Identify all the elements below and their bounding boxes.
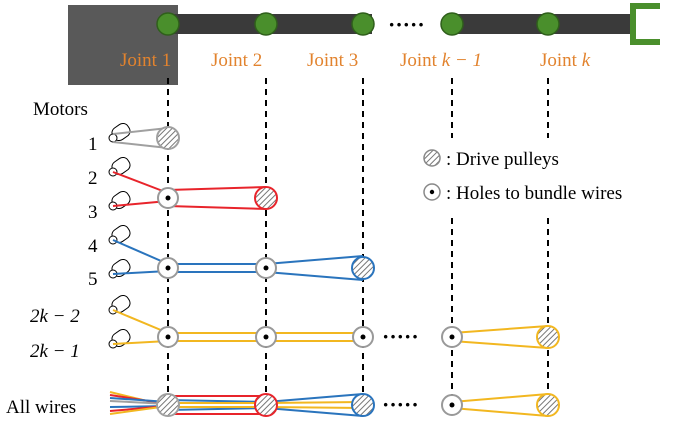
hole-dot-joint-1-row-4 [165,265,171,271]
motor-icon-2 [108,156,131,177]
legend-drive-pulleys-text: : Drive pulleys [446,149,559,170]
hole-dot-joint-k-1-all [449,402,455,408]
motor-icon-2k-2 [108,294,131,315]
hole-dot-joint-1-row-2k [165,334,171,340]
row-ellipsis-2k: ····· [382,324,419,349]
joint-node-k-1 [440,12,464,36]
hole-dot-joint-k-1-row-2k [449,334,455,340]
hole-dot-joint-1-row-2 [165,195,171,201]
motor-icon-1 [108,122,131,143]
hole-dot-joint-2-row-2k [263,334,269,340]
motor-icon-2k-1 [108,328,131,349]
joint-node-2 [254,12,278,36]
joint-label-k-math: k [582,50,591,71]
joint-label-k-1-text: Joint [400,50,442,71]
wire-row-1 [112,127,169,149]
all-wires-label: All wires [6,397,76,418]
motor-icon-4 [108,224,131,245]
arm-ellipsis: ····· [388,12,425,37]
drive-pulley-joint-3-all [351,393,375,417]
legend-drive-pulley-icon [423,149,441,167]
drive-pulley-joint-k [536,325,560,349]
row-label-4: 4 [88,236,98,257]
wire-row-2k [112,309,549,349]
drive-pulley-joint-2-all [254,393,278,417]
gripper-icon [630,3,660,45]
motor-icons [108,122,131,349]
wire-row-4-5 [112,239,364,281]
joint-node-k [536,12,560,36]
row-label-2: 2 [88,168,98,189]
joint-label-k-1: Joint k − 1 [400,50,482,71]
joint-node-1 [156,12,180,36]
drive-pulley-joint-1 [156,126,180,150]
drive-pulley-joint-3 [351,256,375,280]
legend-holes-text: : Holes to bundle wires [446,183,622,204]
row-ellipsis-all: ····· [382,392,419,417]
row-label-2k-1: 2k − 1 [30,341,80,362]
joint-axes [167,78,549,410]
wire-row-2-3 [112,171,267,210]
row-label-2k-2: 2k − 2 [30,306,80,327]
joint-label-k-1-math: k − 1 [442,50,482,71]
joint-label-k: Joint k [540,50,591,71]
hole-dot-joint-2-row-4 [263,265,269,271]
legend: : Drive pulleys : Holes to bundle wires [423,149,622,204]
row-label-3: 3 [88,202,98,223]
drive-pulley-joint-k-all [536,393,560,417]
joint-node-3 [351,12,375,36]
drive-pulley-joint-1-all [156,393,180,417]
motor-icon-3 [108,190,131,211]
joint-label-1: Joint 1 [120,50,171,71]
hole-dot-joint-3-row-2k [360,334,366,340]
joint-label-2: Joint 2 [211,50,262,71]
motors-label: Motors [33,99,88,120]
row-label-5: 5 [88,269,98,290]
motor-icon-5 [108,258,131,279]
row-label-1: 1 [88,134,98,155]
joint-label-k-text: Joint [540,50,582,71]
drive-pulley-joint-2 [254,186,278,210]
joint-label-3: Joint 3 [307,50,358,71]
legend-hole-dot-icon [429,189,435,195]
